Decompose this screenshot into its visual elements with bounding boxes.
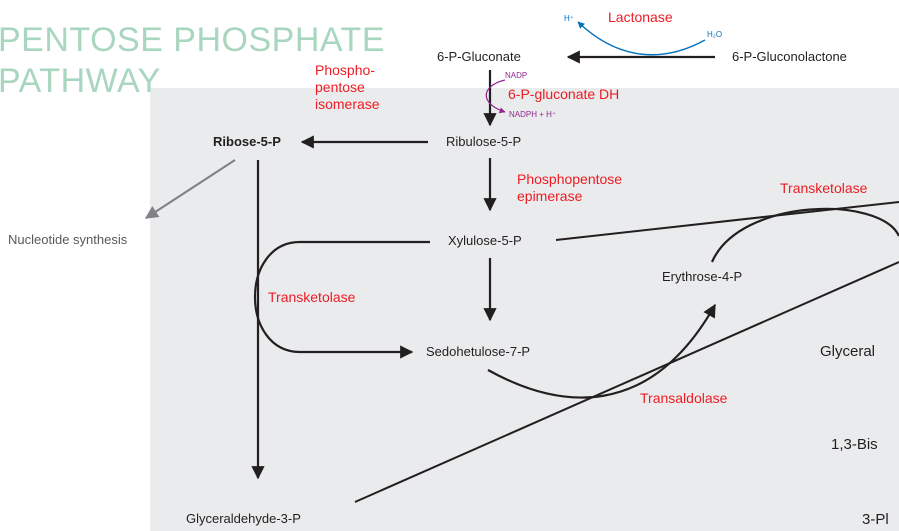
enzyme-transketolase-left: Transketolase — [268, 289, 356, 305]
enzyme-6-p-gluconate-dh: 6-P-gluconate DH — [508, 86, 620, 102]
g3p-diagonal-line — [354, 261, 899, 503]
enzyme-phosphopentose-isomerase: Phospho- pentose isomerase — [315, 62, 380, 113]
title-line-2: PATHWAY — [0, 62, 161, 100]
label-3-p-cutoff: 3-Pl — [862, 511, 889, 528]
enzyme-transketolase-right: Transketolase — [780, 180, 868, 196]
cofactor-water: H₂O — [707, 30, 723, 39]
label-6-p-gluconate: 6-P-Gluconate — [437, 49, 521, 64]
cofactor-nadp: NADP — [505, 71, 528, 80]
cofactor-nadph: NADPH + H⁺ — [509, 110, 557, 119]
cofactor-h-plus: H⁺ — [564, 14, 574, 23]
nadp-curve — [485, 79, 506, 114]
enzyme-lactonase: Lactonase — [608, 9, 673, 25]
label-xylulose-5-p: Xylulose-5-P — [448, 233, 522, 248]
isomerase-line-1: Phospho- — [315, 62, 375, 78]
label-bis-cutoff: 1,3-Bis — [831, 436, 878, 453]
label-ribose-5-p: Ribose-5-P — [213, 134, 281, 149]
isomerase-line-2: pentose — [315, 79, 365, 95]
epimerase-line-2: epimerase — [517, 188, 583, 204]
arrow-ribose-to-nucleotide — [144, 159, 236, 219]
xylulose-to-right-line — [555, 201, 899, 241]
label-ribulose-5-p: Ribulose-5-P — [446, 134, 522, 149]
enzyme-transaldolase: Transaldolase — [640, 390, 728, 406]
left-margin — [0, 0, 150, 531]
label-erythrose-4-p: Erythrose-4-P — [662, 269, 743, 284]
label-glyceraldehyde-3-p: Glyceraldehyde-3-P — [186, 511, 301, 526]
label-nucleotide-synthesis: Nucleotide synthesis — [8, 232, 128, 247]
transketolase-right-loop — [710, 207, 899, 263]
epimerase-line-1: Phosphopentose — [517, 171, 623, 187]
title-line-1: PENTOSE PHOSPHATE — [0, 21, 385, 59]
background-panel — [150, 88, 899, 531]
label-sedoheptulose-7-p: Sedohetulose-7-P — [426, 344, 531, 359]
transketolase-left-loop — [253, 240, 430, 359]
isomerase-line-3: isomerase — [315, 96, 380, 112]
label-6-p-gluconolactone: 6-P-Gluconolactone — [732, 49, 847, 64]
transaldolase-curve — [487, 303, 716, 399]
lactonase-water-curve — [577, 21, 706, 56]
enzyme-phosphopentose-epimerase: Phosphopentose epimerase — [517, 171, 622, 205]
pathway-title: PENTOSE PHOSPHATE PATHWAY — [0, 20, 385, 102]
label-glyceral-cutoff: Glyceral — [820, 343, 876, 360]
